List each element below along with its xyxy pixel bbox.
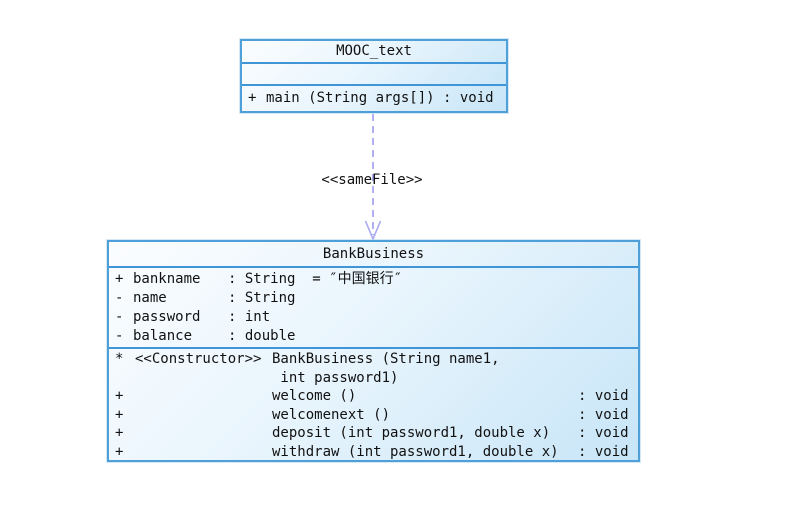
method-signature: welcome () — [272, 388, 357, 404]
class-box-bank-business[interactable]: BankBusiness + bankname : String = ″中国银行… — [107, 240, 640, 462]
attribute-name: bankname — [133, 271, 201, 287]
method-visibility: + — [248, 90, 257, 106]
attribute-name: name — [133, 290, 167, 306]
method-signature: welcomenext () — [272, 406, 391, 423]
method-return-type — [578, 350, 634, 369]
method-visibility: + — [115, 443, 124, 460]
method-visibility: + — [115, 388, 124, 404]
attribute-visibility: - — [115, 328, 124, 344]
attribute-type: : double — [228, 328, 296, 344]
method-row: int password1) — [115, 369, 638, 388]
attribute-visibility: + — [115, 271, 124, 287]
method-stereotype — [135, 424, 272, 443]
method-visibility: + — [115, 425, 124, 441]
dependency-stereotype-label: <<sameFile>> — [321, 172, 423, 188]
attribute-row: - name : String — [115, 289, 638, 308]
attribute-visibility: - — [115, 290, 124, 306]
attribute-type: : String — [228, 290, 296, 306]
methods-compartment-bank-business: * <<Constructor>> BankBusiness (String n… — [109, 347, 638, 460]
method-stereotype — [135, 443, 272, 461]
method-return-type: : void — [578, 406, 629, 423]
method-row: + deposit (int password1, double x) : vo… — [115, 424, 638, 443]
method-signature: int password1) — [272, 369, 399, 386]
attribute-type: : String = ″中国银行″ — [228, 271, 403, 287]
method-row: + withdraw (int password1, double x) : v… — [115, 443, 638, 461]
method-stereotype — [135, 369, 272, 388]
method-return-type — [578, 369, 634, 388]
method-visibility — [115, 369, 135, 388]
method-signature: main (String args[]) : void — [266, 90, 494, 106]
method-signature: deposit (int password1, double x) — [272, 425, 551, 441]
attribute-name: password — [133, 309, 201, 325]
class-title-bank-business: BankBusiness — [322, 246, 425, 262]
method-return-type: : void — [578, 388, 629, 404]
attribute-row: - balance : double — [115, 327, 638, 346]
attributes-compartment-mooc-text — [242, 62, 506, 84]
class-box-mooc-text[interactable]: MOOC_text + main (String args[]) : void — [240, 39, 508, 113]
dependency-open-arrowhead-icon — [364, 220, 382, 242]
method-stereotype: <<Constructor>> — [135, 351, 262, 367]
method-stereotype — [135, 387, 272, 406]
method-return-type: : void — [578, 443, 629, 460]
method-row: * <<Constructor>> BankBusiness (String n… — [115, 350, 638, 369]
attribute-name: balance — [133, 328, 193, 344]
attribute-visibility: - — [115, 309, 124, 325]
method-row: + welcome () : void — [115, 387, 638, 406]
methods-compartment-mooc-text: + main (String args[]) : void — [242, 84, 506, 111]
method-stereotype — [135, 406, 272, 425]
method-visibility: + — [115, 406, 124, 423]
attributes-compartment-bank-business: + bankname : String = ″中国银行″ - name : St… — [109, 266, 638, 347]
method-row: + welcomenext () : void — [115, 406, 638, 425]
class-title-mooc-text: MOOC_text — [336, 43, 412, 59]
attribute-row: - password : int — [115, 308, 638, 327]
method-return-type: : void — [578, 425, 629, 441]
attribute-type: : int — [228, 309, 271, 325]
method-signature: BankBusiness (String name1, — [272, 351, 500, 367]
method-visibility: * — [115, 351, 124, 367]
attribute-row: + bankname : String = ″中国银行″ — [115, 270, 638, 289]
method-signature: withdraw (int password1, double x) — [272, 443, 559, 460]
